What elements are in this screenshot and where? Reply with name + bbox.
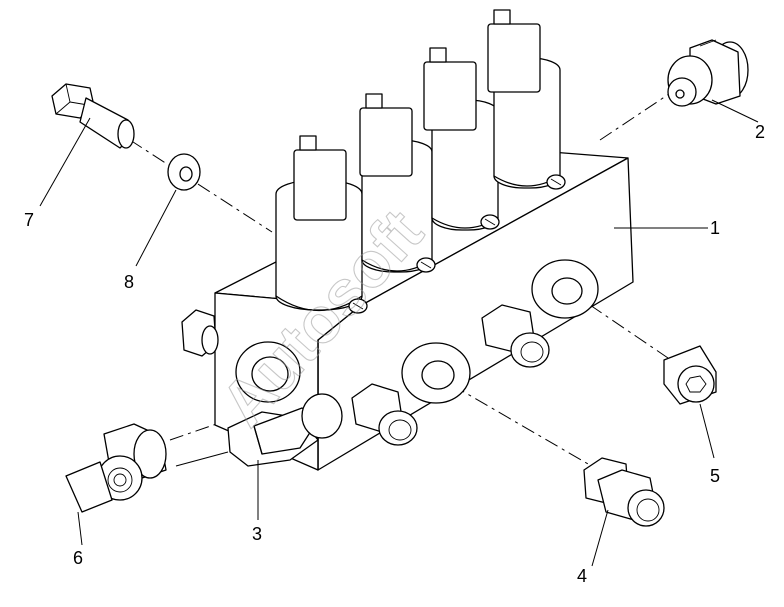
- callout-leader-lines: [39, 99, 759, 567]
- callout-8: 8: [124, 272, 134, 292]
- callout-7: 7: [24, 210, 34, 230]
- part-8-washer: [167, 153, 201, 191]
- callout-numbers: 1 2 3 4 5 6 7 8: [24, 122, 765, 586]
- solenoid-coil-4: [487, 9, 566, 190]
- assembly-axis-lines: [129, 91, 673, 469]
- solenoid-coil-2: [359, 93, 436, 273]
- block-fitting-b: [481, 304, 550, 368]
- callout-2: 2: [755, 122, 765, 142]
- callout-6: 6: [73, 548, 83, 568]
- block-fitting-a: [351, 383, 418, 446]
- block-rear-plug: [181, 309, 219, 357]
- part-4-threaded-fitting: [583, 457, 665, 527]
- solenoid-coil-3: [423, 47, 500, 231]
- callout-5: 5: [710, 466, 720, 486]
- part-3-elbow-fitting: [227, 393, 343, 467]
- callout-4: 4: [577, 566, 587, 586]
- part-6-hose-fitting: [65, 423, 167, 513]
- solenoid-coil-1: [275, 135, 368, 314]
- callout-3: 3: [252, 524, 262, 544]
- part-5-hex-socket-plug: [663, 345, 717, 405]
- callout-1: 1: [710, 218, 720, 238]
- part-7-hex-bolt: [51, 83, 135, 149]
- part-2-plug-fitting: [667, 39, 749, 107]
